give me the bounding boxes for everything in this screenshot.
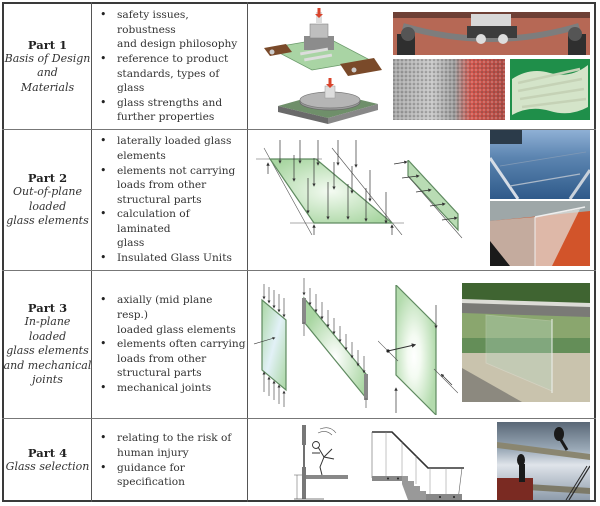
out-of-plane-loaded-plate-diagram <box>252 140 407 235</box>
bullet-line: elements often carrying <box>117 338 246 351</box>
bullet-line: structural parts <box>117 193 202 206</box>
bullet-item: axially (mid plane resp.)loaded glass el… <box>100 293 246 337</box>
bullet-line: specification <box>117 476 185 489</box>
row-divider <box>2 418 596 419</box>
bullet-line: glass strengths and <box>117 96 223 109</box>
bullet-line: elements <box>117 149 166 162</box>
bullet-item: calculation of laminated glass <box>100 207 246 251</box>
table-row-part-2: Part 2 Out-of-plane loaded glass element… <box>0 130 600 270</box>
staircase-balustrade-sketch <box>368 424 464 502</box>
part-label-cell: Part 2 Out-of-plane loaded glass element… <box>4 130 91 270</box>
bullet-line: calculation of laminated <box>117 208 190 235</box>
part-subtitle-line: Glass selection <box>5 460 90 474</box>
part-label-cell: Part 1 Basis of Design and Materials <box>4 4 91 129</box>
bullet-line: axially (mid plane resp.) <box>117 294 213 322</box>
bullet-line: elements not carrying <box>117 164 236 177</box>
part-subtitle-line: Out-of-plane <box>13 185 82 199</box>
glass-test-rig-illustration <box>258 8 386 126</box>
bullet-line: further properties <box>117 111 215 124</box>
broken-glass-fracture-photo <box>393 59 505 120</box>
curved-glass-panels-photo <box>510 59 590 120</box>
bullet-line: loads from other <box>117 179 207 192</box>
bullet-line: human injury <box>117 446 189 459</box>
part-subtitle-line: In-plane <box>24 315 71 329</box>
bullets-cell: axially (mid plane resp.)loaded glass el… <box>92 271 246 418</box>
glass-beam-diagram <box>300 278 378 408</box>
bullet-line: structural parts <box>117 367 202 380</box>
bullet-item: Insulated Glass Units <box>100 251 246 266</box>
axially-loaded-pane-diagram <box>252 280 302 408</box>
bullet-line: safety issues, robustness <box>117 9 189 36</box>
bullet-item: guidance for specification <box>100 461 231 490</box>
four-point-bending-test-photo <box>393 12 590 55</box>
bullet-item: glass strengths and further properties <box>100 96 246 125</box>
bullet-line: loads from other <box>117 352 207 365</box>
row-divider <box>2 270 596 271</box>
glass-roof-photo <box>490 130 590 199</box>
part-title: Part 1 <box>27 37 68 52</box>
part-subtitle-line: loaded <box>28 199 67 213</box>
column-divider <box>247 2 248 502</box>
table-frame <box>2 2 596 502</box>
in-plane-loaded-pane-diagram <box>378 285 458 415</box>
part-subtitle-line: glass elements <box>6 214 89 228</box>
bullet-item: elements not carrying loads from otherstr… <box>100 164 246 208</box>
glass-walkway-photo <box>497 422 590 500</box>
laterally-loaded-pane-diagram <box>392 160 464 240</box>
person-falling-against-barrier-sketch <box>272 423 352 501</box>
row-divider <box>2 129 596 130</box>
part-subtitle-line: joints <box>32 373 63 387</box>
part-subtitle-line: Basis of Design <box>4 51 91 65</box>
bullet-line: Insulated Glass Units <box>117 252 232 265</box>
part-title: Part 4 <box>27 446 68 461</box>
table-row-part-4: Part 4 Glass selection relating to the r… <box>0 419 600 502</box>
bullet-line: guidance for <box>117 461 185 474</box>
bullet-item: reference to product standards, types of … <box>100 52 246 96</box>
bullet-line: and design philosophy <box>117 38 238 51</box>
bullet-item: mechanical joints <box>100 381 246 396</box>
bullet-line: relating to the risk of <box>117 432 232 445</box>
part-subtitle-line: and mechanical <box>3 358 92 372</box>
part-label-cell: Part 3 In-plane loaded glass elements an… <box>2 271 93 418</box>
bullet-line: reference to product <box>117 52 229 65</box>
bullet-list: axially (mid plane resp.)loaded glass el… <box>92 293 246 395</box>
bullet-item: safety issues, robustness and design phil… <box>100 8 246 52</box>
glass-pavilion-photo <box>462 283 590 402</box>
part-label-cell: Part 4 Glass selection <box>4 419 91 502</box>
bullet-list: safety issues, robustness and design phil… <box>92 8 246 125</box>
bullets-cell: safety issues, robustness and design phil… <box>92 4 246 129</box>
part-subtitle-line: loaded <box>28 329 67 343</box>
bullet-line: standards, types of glass <box>117 67 220 95</box>
bullet-line: laterally loaded glass <box>117 135 232 148</box>
table-row-part-1: Part 1 Basis of Design and Materials saf… <box>0 4 600 129</box>
bullet-line: loaded glass elements <box>117 323 236 336</box>
part-title: Part 3 <box>27 301 68 316</box>
bullet-line: glass <box>117 237 145 250</box>
bullet-line: mechanical joints <box>117 381 212 394</box>
part-title: Part 2 <box>27 171 68 186</box>
table-row-part-3: Part 3 In-plane loaded glass elements an… <box>0 271 600 418</box>
part-subtitle-line: glass elements <box>6 344 89 358</box>
part-subtitle-line: and <box>37 66 58 80</box>
part-subtitle-line: Materials <box>20 80 75 94</box>
column-divider <box>91 2 92 502</box>
glass-staircase-balustrade-photo <box>490 201 590 266</box>
